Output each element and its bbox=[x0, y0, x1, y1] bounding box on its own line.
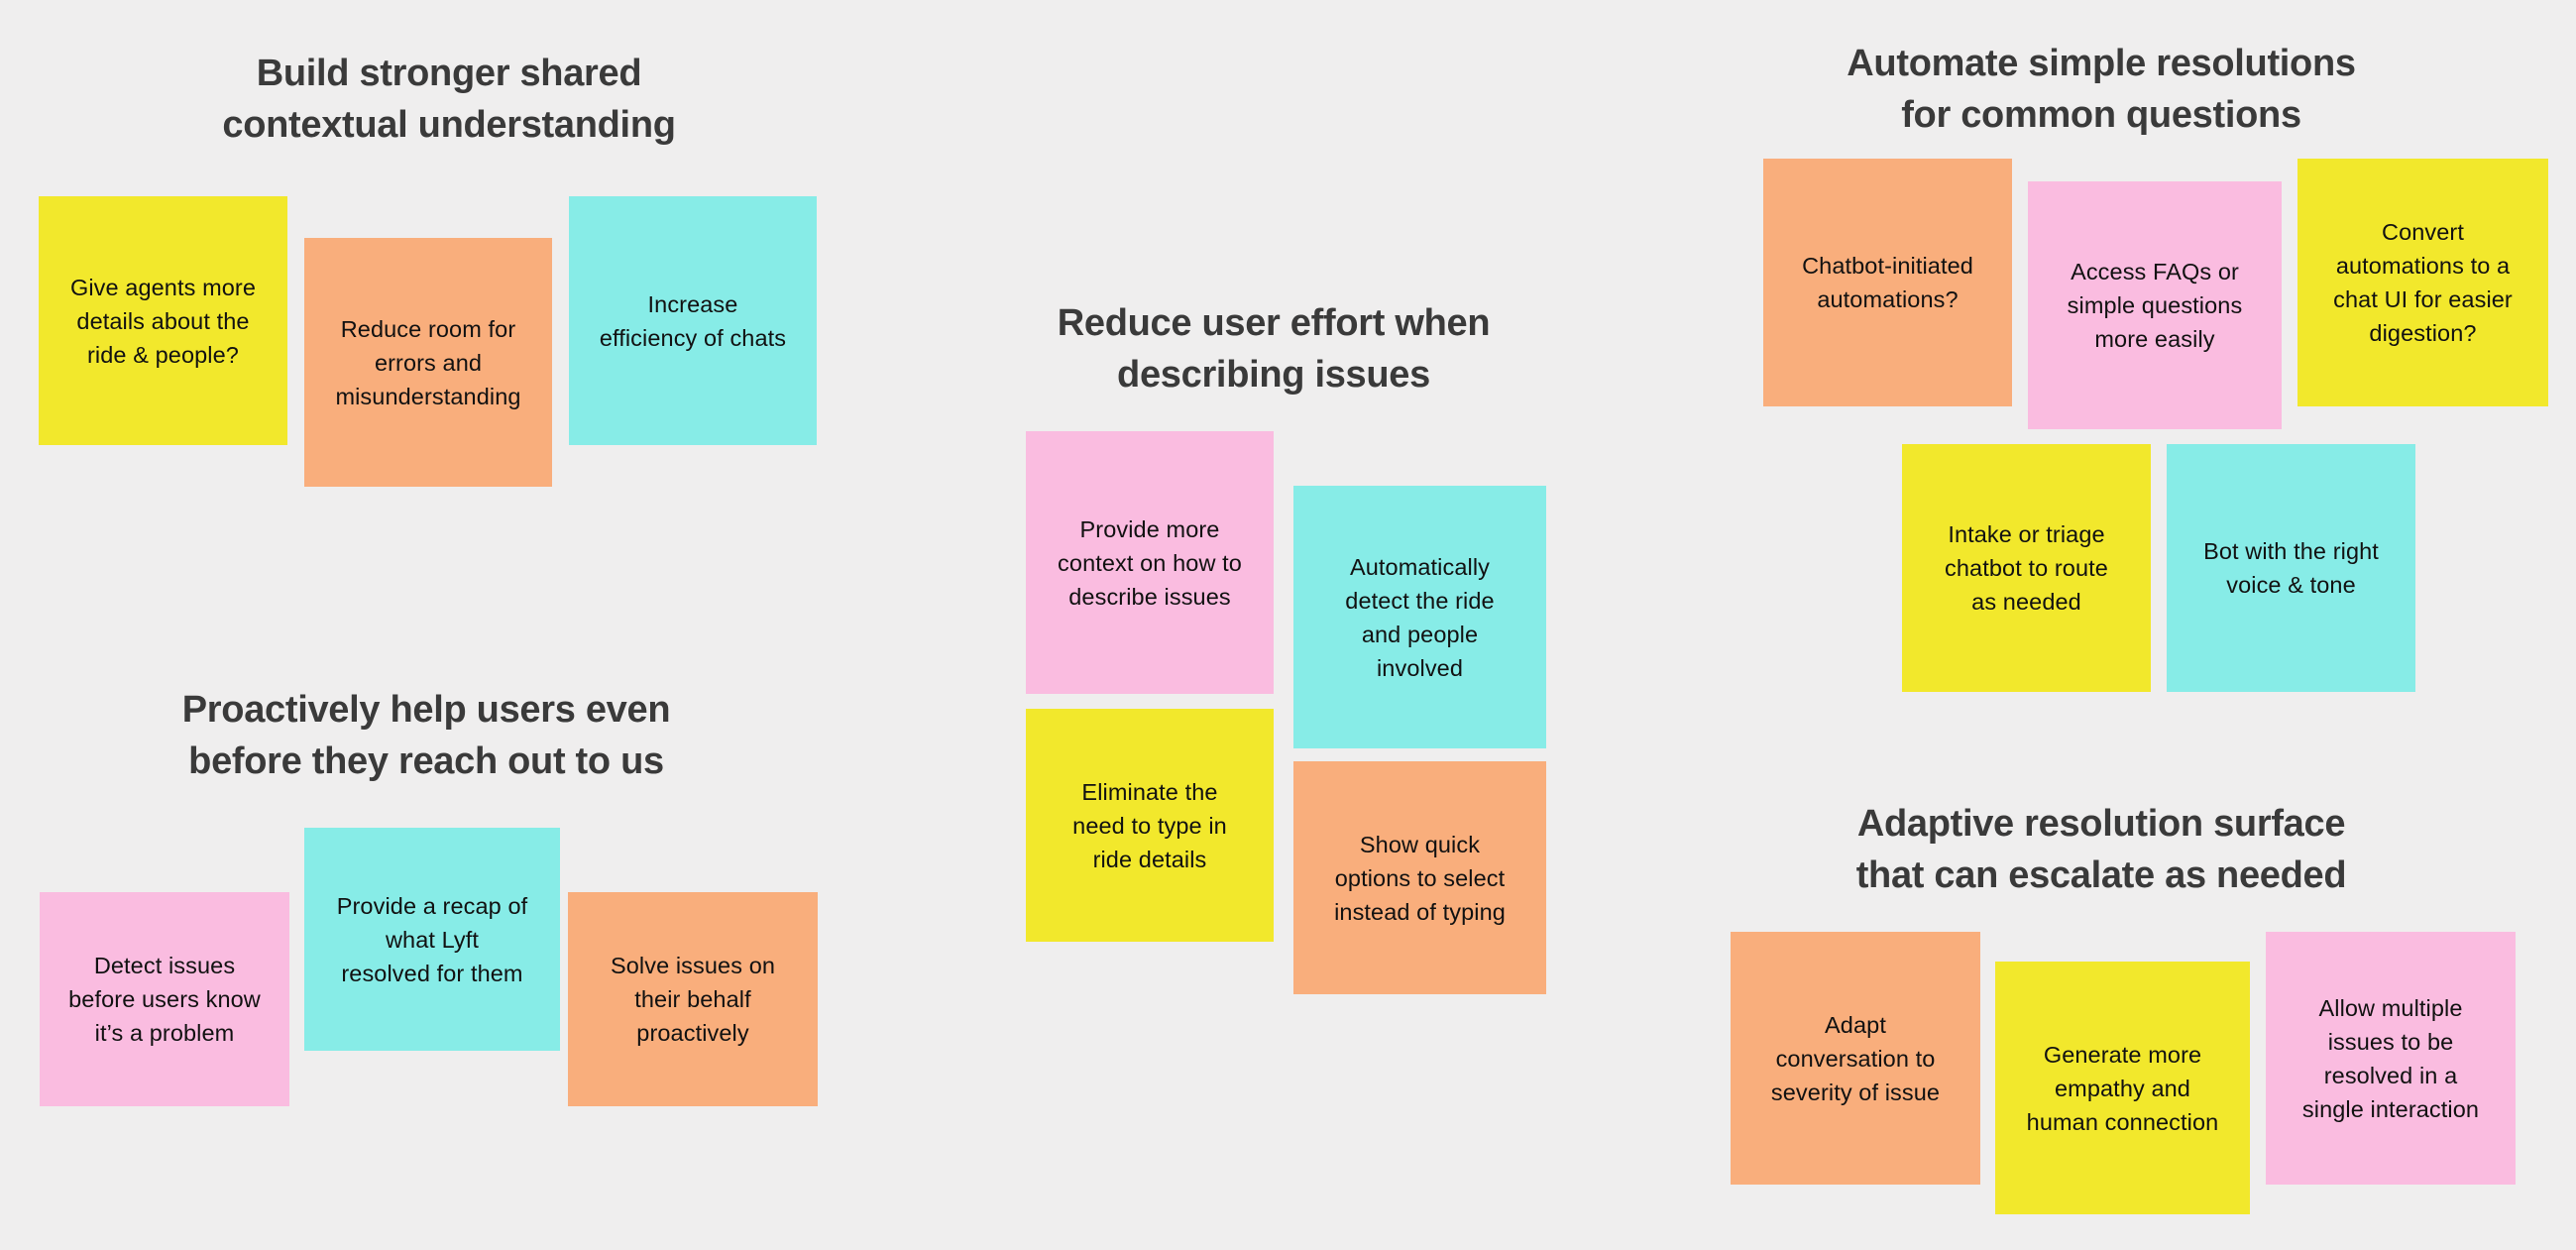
sticky-note-text: Eliminate the need to type in ride detai… bbox=[1072, 778, 1227, 872]
sticky-note[interactable]: Increase efficiency of chats bbox=[569, 196, 817, 445]
sticky-note-text: Bot with the right voice & tone bbox=[2203, 538, 2379, 598]
sticky-note-text: Access FAQs or simple questions more eas… bbox=[2067, 259, 2243, 352]
sticky-note[interactable]: Reduce room for errors and misunderstand… bbox=[304, 238, 552, 487]
sticky-note-text: Show quick options to select instead of … bbox=[1334, 831, 1506, 925]
sticky-note[interactable]: Access FAQs or simple questions more eas… bbox=[2028, 181, 2282, 429]
cluster-title-shared-context: Build stronger shared contextual underst… bbox=[222, 53, 676, 146]
sticky-note[interactable]: Automatically detect the ride and people… bbox=[1293, 486, 1546, 748]
cluster-title-automate-resolutions: Automate simple resolutions for common q… bbox=[1847, 43, 2356, 136]
sticky-note-text: Chatbot-initiated automations? bbox=[1802, 253, 1973, 312]
cluster-title-proactive-help: Proactively help users even before they … bbox=[181, 689, 671, 782]
sticky-note-text: Convert automations to a chat UI for eas… bbox=[2333, 219, 2513, 346]
cluster-title-adaptive-resolution: Adaptive resolution surface that can esc… bbox=[1855, 803, 2347, 896]
sticky-note[interactable]: Adapt conversation to severity of issue bbox=[1731, 932, 1980, 1185]
sticky-note[interactable]: Solve issues on their behalf proactively bbox=[568, 892, 818, 1106]
sticky-note-text: Give agents more details about the ride … bbox=[69, 274, 257, 368]
sticky-note[interactable]: Eliminate the need to type in ride detai… bbox=[1026, 709, 1274, 942]
sticky-note-text: Allow multiple issues to be resolved in … bbox=[2301, 994, 2480, 1122]
sticky-note[interactable]: Give agents more details about the ride … bbox=[39, 196, 287, 445]
sticky-note[interactable]: Bot with the right voice & tone bbox=[2167, 444, 2415, 692]
sticky-note[interactable]: Allow multiple issues to be resolved in … bbox=[2266, 932, 2516, 1185]
sticky-note-text: Provide a recap of what Lyft resolved fo… bbox=[336, 892, 528, 986]
sticky-note[interactable]: Detect issues before users know it’s a p… bbox=[40, 892, 289, 1106]
sticky-note-text: Solve issues on their behalf proactively bbox=[610, 953, 776, 1046]
sticky-note-text: Generate more empathy and human connecti… bbox=[2026, 1041, 2219, 1135]
sticky-note-text: Intake or triage chatbot to route as nee… bbox=[1945, 521, 2108, 615]
sticky-note-text: Increase efficiency of chats bbox=[599, 290, 787, 351]
sticky-note-text: Automatically detect the ride and people… bbox=[1345, 553, 1495, 681]
sticky-note[interactable]: Show quick options to select instead of … bbox=[1293, 761, 1546, 994]
sticky-note[interactable]: Provide a recap of what Lyft resolved fo… bbox=[304, 828, 560, 1051]
sticky-note-text: Detect issues before users know it’s a p… bbox=[68, 953, 261, 1046]
sticky-note-text: Reduce room for errors and misunderstand… bbox=[335, 315, 521, 409]
cluster-title-reduce-user-effort: Reduce user effort when describing issue… bbox=[1057, 302, 1491, 396]
sticky-note[interactable]: Generate more empathy and human connecti… bbox=[1995, 962, 2250, 1214]
sticky-note[interactable]: Provide more context on how to describe … bbox=[1026, 431, 1274, 694]
sticky-note[interactable]: Convert automations to a chat UI for eas… bbox=[2297, 159, 2548, 406]
sticky-note[interactable]: Chatbot-initiated automations? bbox=[1763, 159, 2012, 406]
sticky-note-text: Adapt conversation to severity of issue bbox=[1770, 1011, 1941, 1105]
sticky-note-text: Provide more context on how to describe … bbox=[1058, 515, 1242, 610]
sticky-note[interactable]: Intake or triage chatbot to route as nee… bbox=[1902, 444, 2151, 692]
